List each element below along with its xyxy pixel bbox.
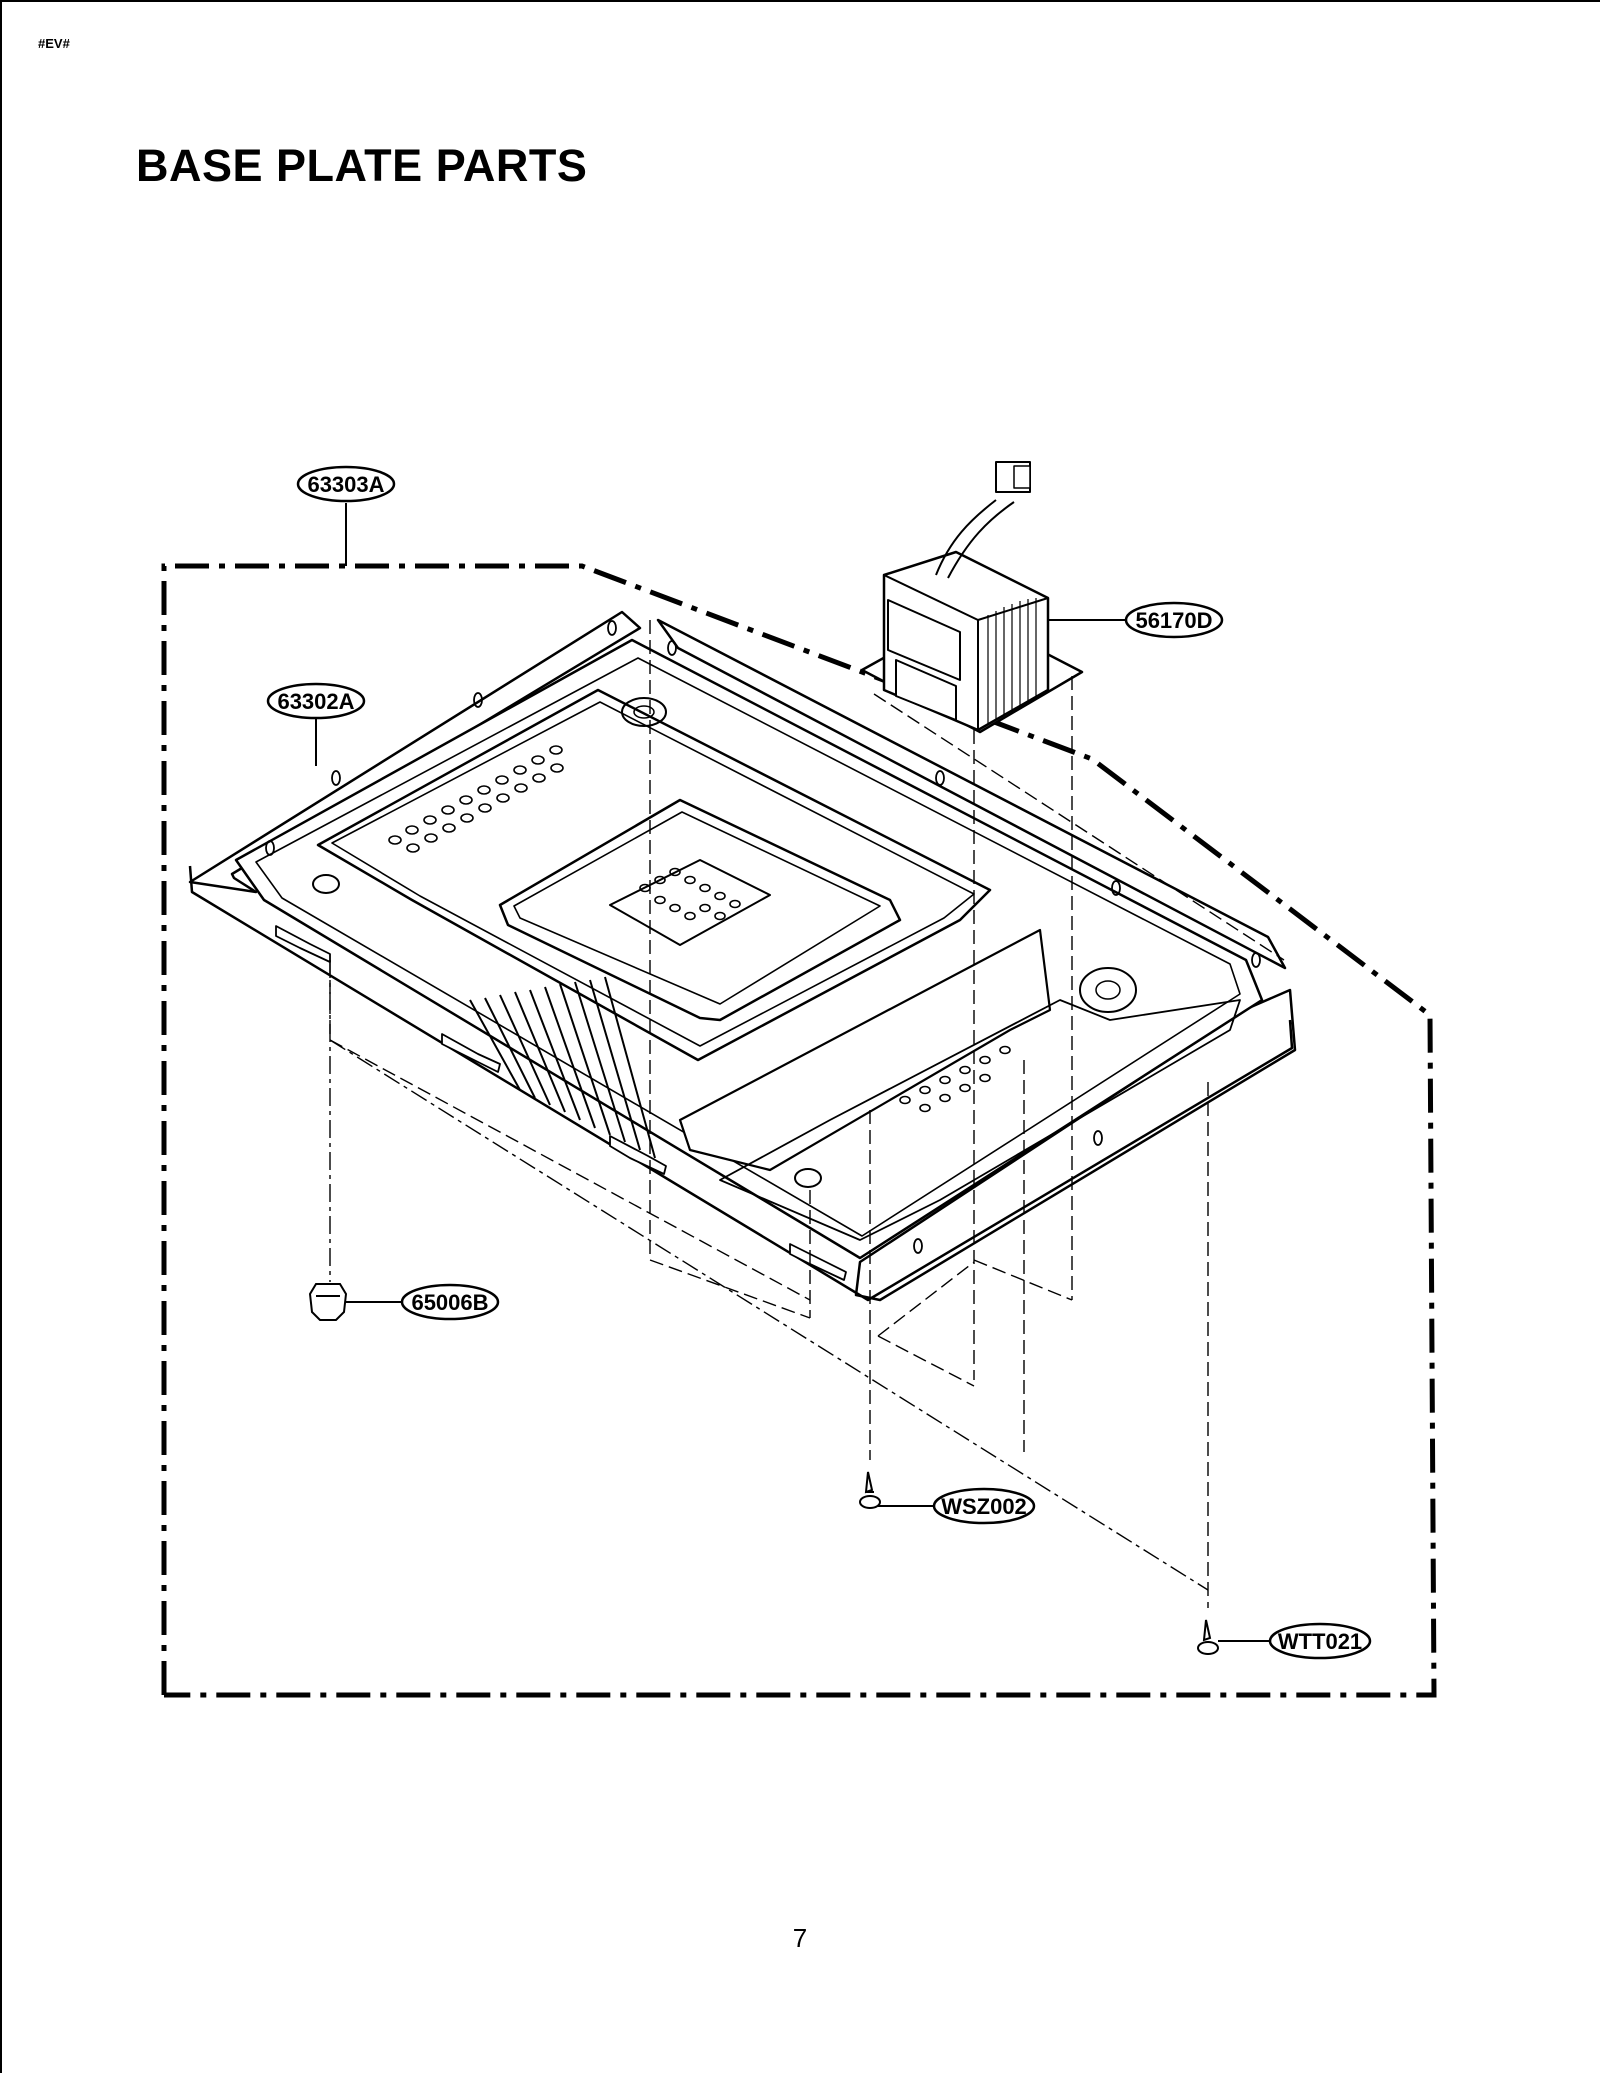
callout-leaders [315,503,1272,1642]
callout-wtt021-label: WTT021 [1278,1629,1362,1654]
screw-wtt021-drawing [1197,1619,1219,1655]
perforation-holes [388,745,1011,1113]
page-border-top [0,0,1600,2]
page-title: BASE PLATE PARTS [136,140,588,191]
base-plate-drawing [188,610,1297,1302]
screw-wsz002-drawing [859,1471,881,1509]
callout-wsz002: WSZ002 [932,1487,1036,1525]
foot-projection-line [329,960,1209,1591]
projection-lines [329,620,1285,1608]
doc-code: #EV# [38,36,70,51]
callout-56170d: 56170D [1124,601,1224,639]
callout-56170d-label: 56170D [1135,608,1212,633]
callout-wsz002-label: WSZ002 [941,1494,1027,1519]
callout-65006b: 65006B [400,1283,500,1321]
callout-63303a: 63303A [296,465,396,503]
callout-63302a: 63302A [266,682,366,720]
callout-63303a-label: 63303A [307,472,384,497]
page-number: 7 [792,1923,808,1953]
page-border-left [0,0,2,2073]
callout-wtt021: WTT021 [1268,1622,1372,1660]
transformer-drawing [860,461,1084,734]
callout-63302a-label: 63302A [277,689,354,714]
foot-drawing [308,1283,348,1321]
assembly-boundary [161,563,1437,1698]
callout-65006b-label: 65006B [411,1290,488,1315]
